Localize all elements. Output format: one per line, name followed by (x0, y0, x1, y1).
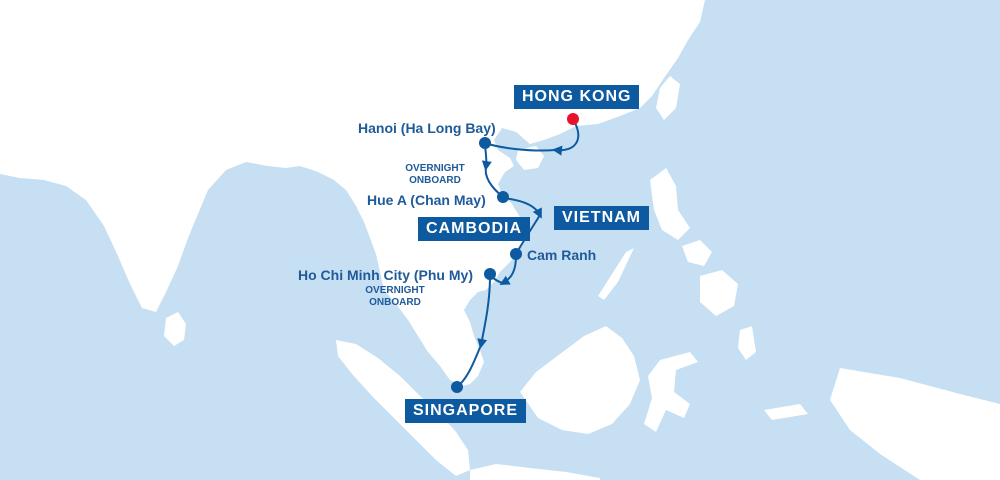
hanoi-marker (479, 137, 491, 149)
ho-chi-minh-label: Ho Chi Minh City (Phu My) (298, 267, 473, 283)
java (470, 464, 600, 480)
cambodia-badge: CAMBODIA (418, 217, 530, 241)
singapore-badge: SINGAPORE (405, 399, 527, 423)
overnight-onboard-text: OVERNIGHT ONBOARD (405, 163, 465, 186)
overnight-onboard-note-hcm: OVERNIGHT ONBOARD (354, 285, 436, 309)
borneo (520, 326, 640, 434)
philippines-visayas (682, 240, 712, 266)
vietnam-badge: VIETNAM (554, 206, 649, 230)
sumatra (336, 340, 470, 476)
palawan (598, 248, 634, 300)
cam-ranh-label: Cam Ranh (527, 247, 597, 263)
overnight-onboard-text: OVERNIGHT ONBOARD (365, 285, 425, 308)
route-leg-hcm-singapore (477, 275, 491, 349)
hue-label: Hue A (Chan May) (367, 192, 486, 208)
seram (764, 404, 808, 420)
moluccas (738, 326, 756, 360)
singapore-marker (451, 381, 463, 393)
sulawesi (644, 352, 698, 432)
port-markers (451, 113, 579, 393)
taiwan (656, 76, 680, 120)
philippines-luzon (650, 168, 690, 240)
hong-kong-marker (567, 113, 579, 125)
philippines-mindanao (700, 270, 738, 316)
hue-marker (497, 191, 509, 203)
hong-kong-badge: HONG KONG (514, 85, 640, 109)
hainan (516, 146, 544, 170)
cam-ranh-marker (510, 248, 522, 260)
new-guinea (830, 368, 1000, 480)
sri-lanka (164, 312, 186, 346)
ho-chi-minh-marker (484, 268, 496, 280)
overnight-onboard-note-hue: OVERNIGHT ONBOARD (394, 163, 476, 187)
hanoi-label: Hanoi (Ha Long Bay) (358, 120, 496, 136)
